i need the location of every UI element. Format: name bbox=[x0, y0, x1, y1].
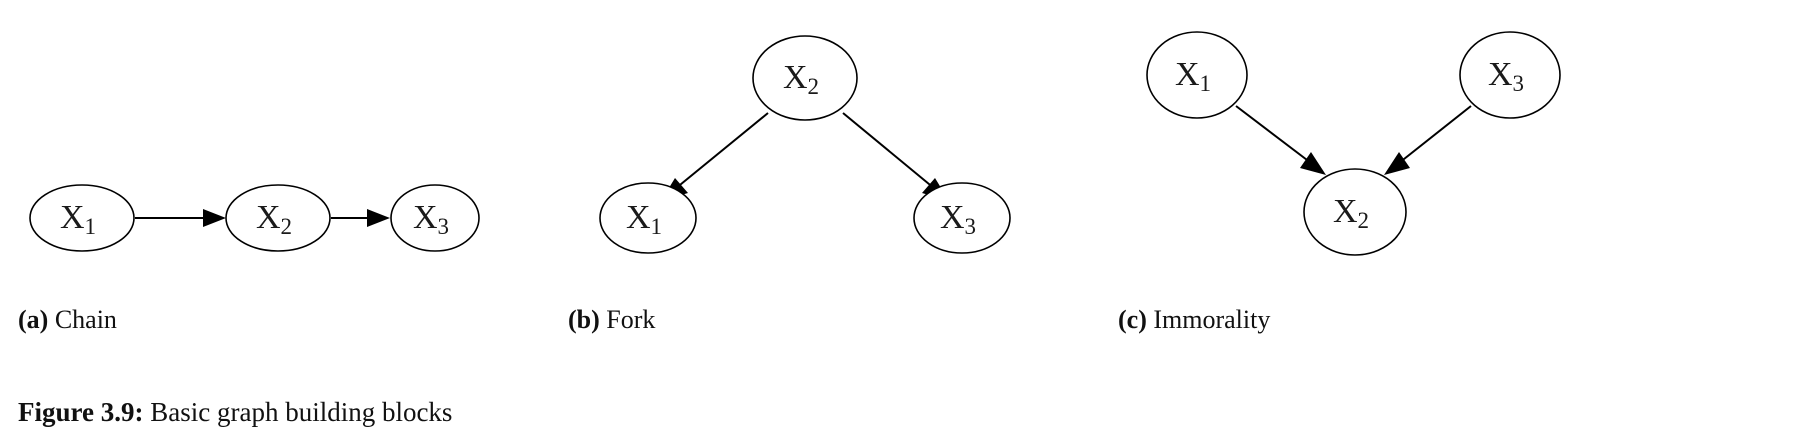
subcaption-fork-title: Fork bbox=[599, 305, 656, 334]
subcaption-fork-tag: (b) bbox=[568, 305, 600, 334]
fork-node-x2[interactable]: X2 bbox=[752, 35, 858, 121]
subcaption-immorality-title: Immorality bbox=[1146, 305, 1271, 334]
chain-node-x2[interactable]: X2 bbox=[225, 184, 331, 252]
figure-caption-text: Basic graph building blocks bbox=[143, 397, 453, 427]
immorality-graph: X1 X3 X2 bbox=[1146, 31, 1561, 256]
fork-graph: X2 X1 X3 bbox=[599, 35, 1011, 254]
panel-immorality: X1 X3 X2 bbox=[1120, 0, 1816, 345]
subcaption-immorality-tag: (c) bbox=[1118, 305, 1147, 334]
immorality-node-x2[interactable]: X2 bbox=[1303, 168, 1407, 256]
panel-chain: X1 X2 X3 bbox=[0, 0, 560, 345]
chain-graph: X1 X2 X3 bbox=[29, 184, 480, 252]
chain-edge-x2-x3 bbox=[331, 209, 390, 227]
chain-node-x3[interactable]: X3 bbox=[390, 184, 480, 252]
fork-edge-x2-x1 bbox=[661, 112, 769, 201]
fork-node-x1[interactable]: X1 bbox=[599, 182, 697, 254]
subcaption-chain-title: Chain bbox=[48, 305, 117, 334]
immorality-edge-x1-x2 bbox=[1235, 105, 1326, 175]
figure-caption-tag: Figure 3.9: bbox=[18, 397, 144, 427]
immorality-node-x1[interactable]: X1 bbox=[1146, 31, 1248, 119]
fork-node-x3[interactable]: X3 bbox=[913, 182, 1011, 254]
subcaption-chain-tag: (a) bbox=[18, 305, 49, 334]
subcaption-fork: (b) Fork bbox=[568, 305, 655, 335]
chain-edge-x1-x2 bbox=[135, 209, 226, 227]
chain-node-x1[interactable]: X1 bbox=[29, 184, 135, 252]
subcaption-immorality: (c) Immorality bbox=[1118, 305, 1270, 335]
subcaption-chain: (a) Chain bbox=[18, 305, 117, 335]
immorality-node-x3[interactable]: X3 bbox=[1459, 31, 1561, 119]
immorality-edge-x3-x2 bbox=[1384, 105, 1472, 175]
fork-edge-x2-x3 bbox=[842, 112, 949, 201]
panel-fork: X2 X1 X3 bbox=[560, 0, 1120, 345]
figure-caption: Figure 3.9: Basic graph building blocks bbox=[18, 396, 452, 428]
